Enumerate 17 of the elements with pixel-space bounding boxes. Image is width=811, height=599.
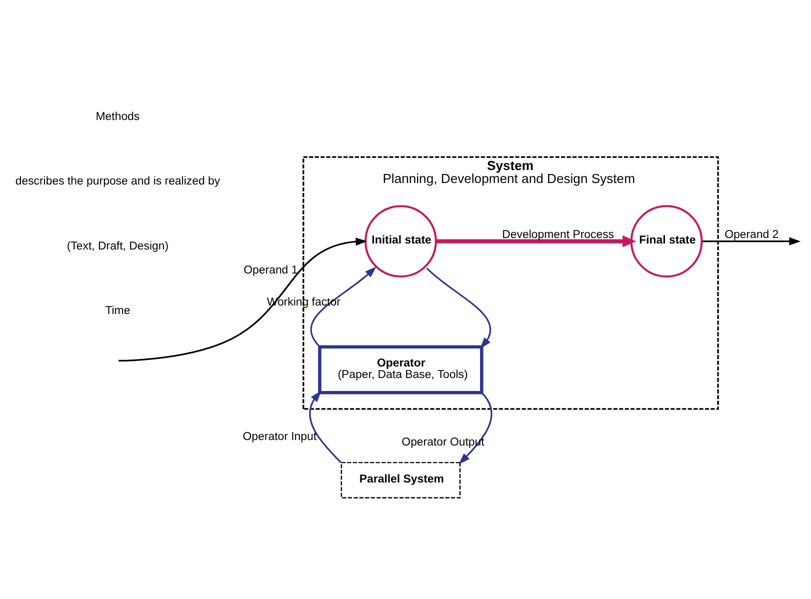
label: Time xyxy=(105,304,130,316)
label: (Text, Draft, Design) xyxy=(66,240,169,252)
arrow xyxy=(436,234,636,247)
node-box: Operator (Paper, Data Base, Tools) xyxy=(318,344,484,394)
arrow xyxy=(426,267,492,348)
arrow xyxy=(310,266,376,347)
edge-label: Operand 2 xyxy=(724,228,779,241)
node-box: Parallel System xyxy=(340,461,461,498)
edge-label: Operand 1 xyxy=(244,264,298,276)
edge-label: Operator Input xyxy=(242,430,317,443)
arrow xyxy=(118,237,368,362)
node-circle: Final state xyxy=(630,204,703,277)
arrow xyxy=(702,236,801,245)
edge-label: Development Process xyxy=(502,228,614,241)
label: describes the purpose and is realized by xyxy=(15,175,220,188)
arrow xyxy=(309,390,342,463)
label: Methods xyxy=(96,110,140,123)
